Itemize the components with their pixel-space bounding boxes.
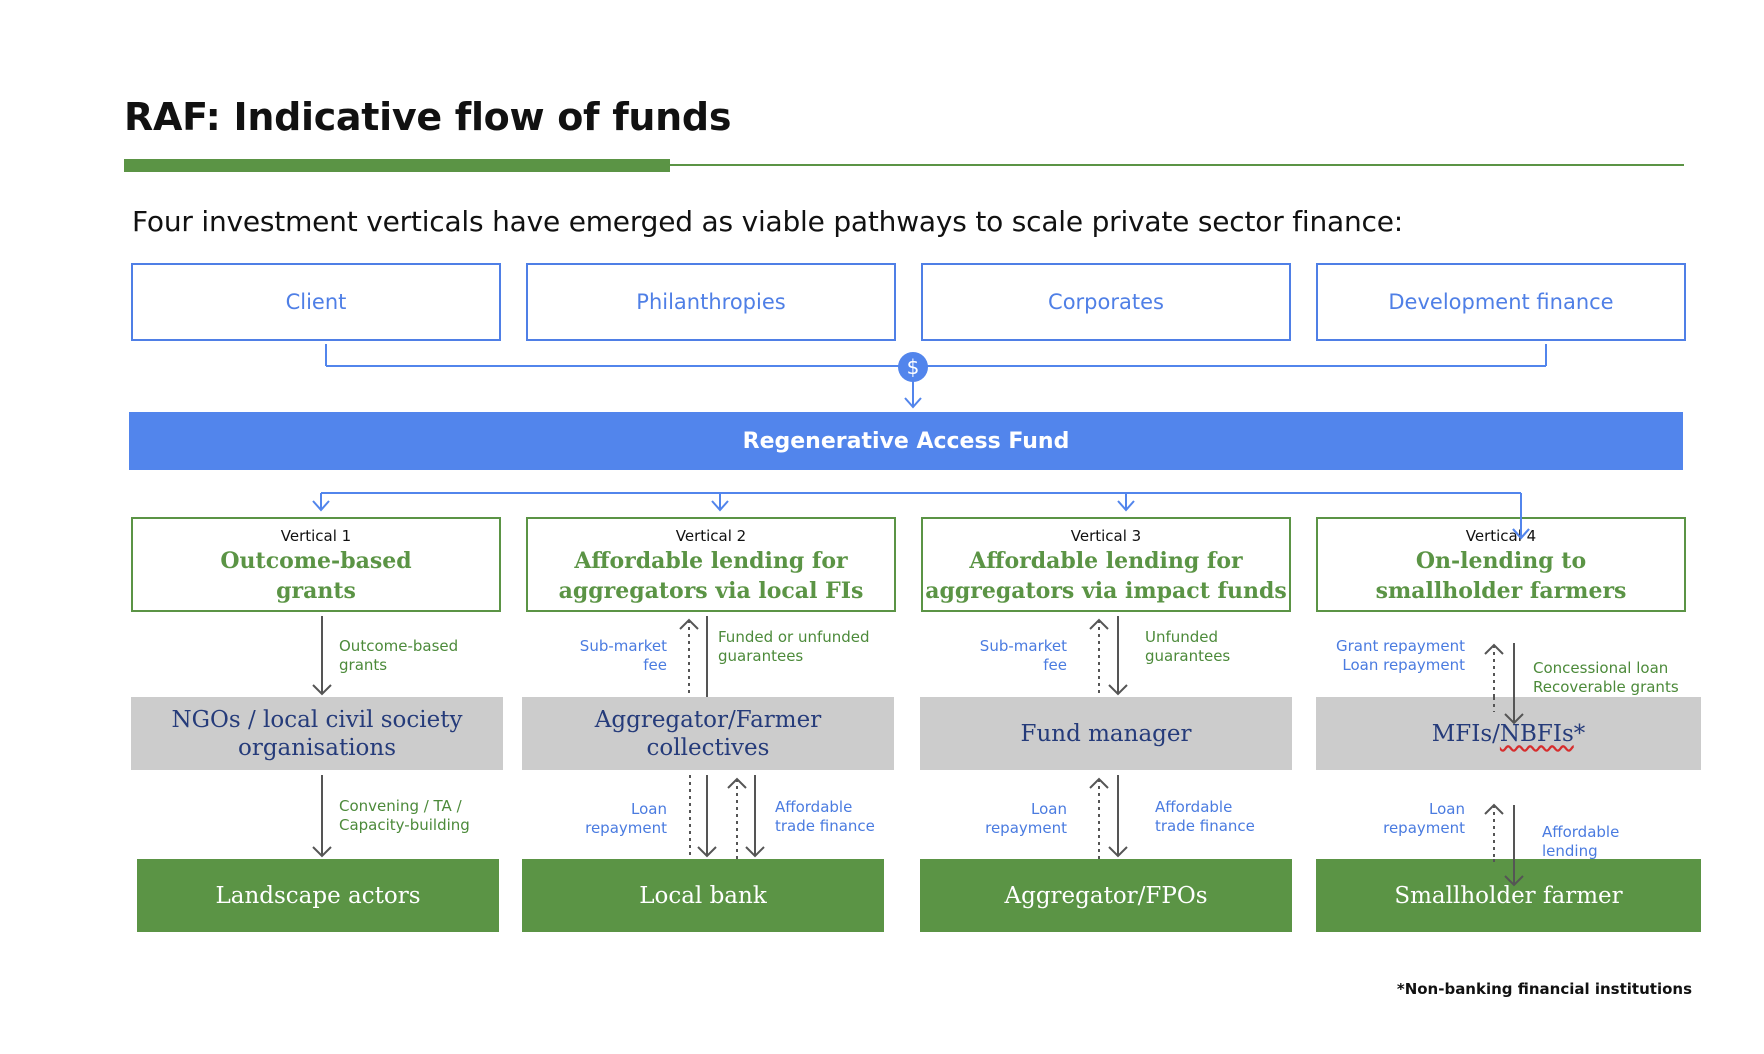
vertical-2: Vertical 2 Affordable lending for aggreg… [526,517,896,612]
vertical-title-line2: smallholder farmers [1375,578,1627,604]
intermediary-fund-manager: Fund manager [920,697,1292,770]
vertical-title-line1: Outcome-based [220,548,412,574]
page-title: RAF: Indicative flow of funds [124,95,732,139]
title-accent-bar [124,159,670,172]
intermediary-ngos: NGOs / local civil society organisations [131,697,503,770]
title-divider-line [670,164,1684,166]
vertical-1: Vertical 1 Outcome-based grants [131,517,501,612]
recipient-landscape-actors: Landscape actors [137,859,499,932]
footnote: *Non-banking financial institutions [1396,980,1692,998]
source-development-finance: Development finance [1316,263,1686,341]
vertical-label: Vertical 3 [1070,527,1142,545]
source-corporates: Corporates [921,263,1291,341]
regenerative-access-fund: Regenerative Access Fund [129,412,1683,470]
vertical-title-line2: aggregators via local FIs [558,578,864,604]
vertical-label: Vertical 1 [280,527,352,545]
source-client: Client [131,263,501,341]
intermediary-line2: organisations [237,734,397,761]
vertical-title-line2: aggregators via impact funds [925,578,1287,604]
recipient-smallholder-farmer: Smallholder farmer [1316,859,1701,932]
intermediary-line1: NGOs / local civil society [171,706,463,733]
vertical-4: Vertical 4 On-lending to smallholder far… [1316,517,1686,612]
intermediary-mfis-nbfis: MFIs/NBFIs* [1316,697,1701,770]
recipient-local-bank: Local bank [522,859,884,932]
vertical-title-line1: Affordable lending for [574,548,848,574]
dollar-symbol: $ [907,355,920,379]
vertical-title-line1: Affordable lending for [969,548,1243,574]
vertical-label: Vertical 4 [1465,527,1537,545]
vertical-title-line1: On-lending to [1415,548,1587,574]
intermediary-line1: Aggregator/Farmer [594,706,822,733]
intermediary-line2: collectives [646,734,770,761]
recipient-aggregator-fpos: Aggregator/FPOs [920,859,1292,932]
intermediary-line1: MFIs/NBFIs* [1431,720,1586,747]
intermediary-aggregator-collectives: Aggregator/Farmer collectives [522,697,894,770]
vertical-title-line2: grants [276,578,356,604]
vertical-label: Vertical 2 [675,527,747,545]
flow-label-v1-lower: Convening / TA /Capacity-building [339,797,470,834]
vertical-3: Vertical 3 Affordable lending for aggreg… [921,517,1291,612]
source-philanthropies: Philanthropies [526,263,896,341]
intermediary-line1: Fund manager [1020,720,1192,747]
dollar-icon [898,352,928,382]
subtitle: Four investment verticals have emerged a… [132,205,1403,238]
